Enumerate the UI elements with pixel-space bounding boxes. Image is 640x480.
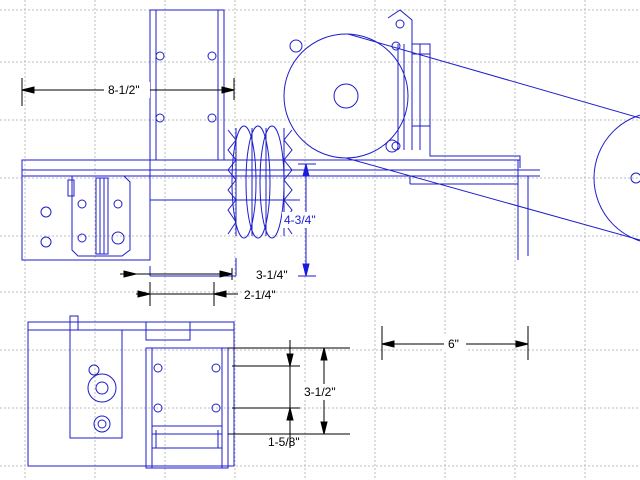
dimension-3-1-4 [120,268,233,280]
motor-mount-bracket [300,9,530,260]
label-3-1-2: 3-1/2" [304,385,336,399]
driven-pulley [593,114,640,242]
label-6: 6" [448,337,459,351]
label-1-5-8: 1-5/8" [268,435,300,449]
dimension-2-1-4 [136,282,238,306]
label-3-1-4: 3-1/4" [256,268,288,282]
motor-pulley [283,33,640,241]
dimension-1-5-8 [232,340,300,448]
hinge-bracket [67,175,131,257]
grooved-pulley [227,125,293,239]
label-2-1-4: 2-1/4" [244,288,276,302]
label-8-1-2: 8-1/2" [108,83,140,97]
label-4-3-4: 4-3/4" [284,213,316,227]
lower-side-view [27,315,235,467]
lower-mount-plate [145,347,229,469]
